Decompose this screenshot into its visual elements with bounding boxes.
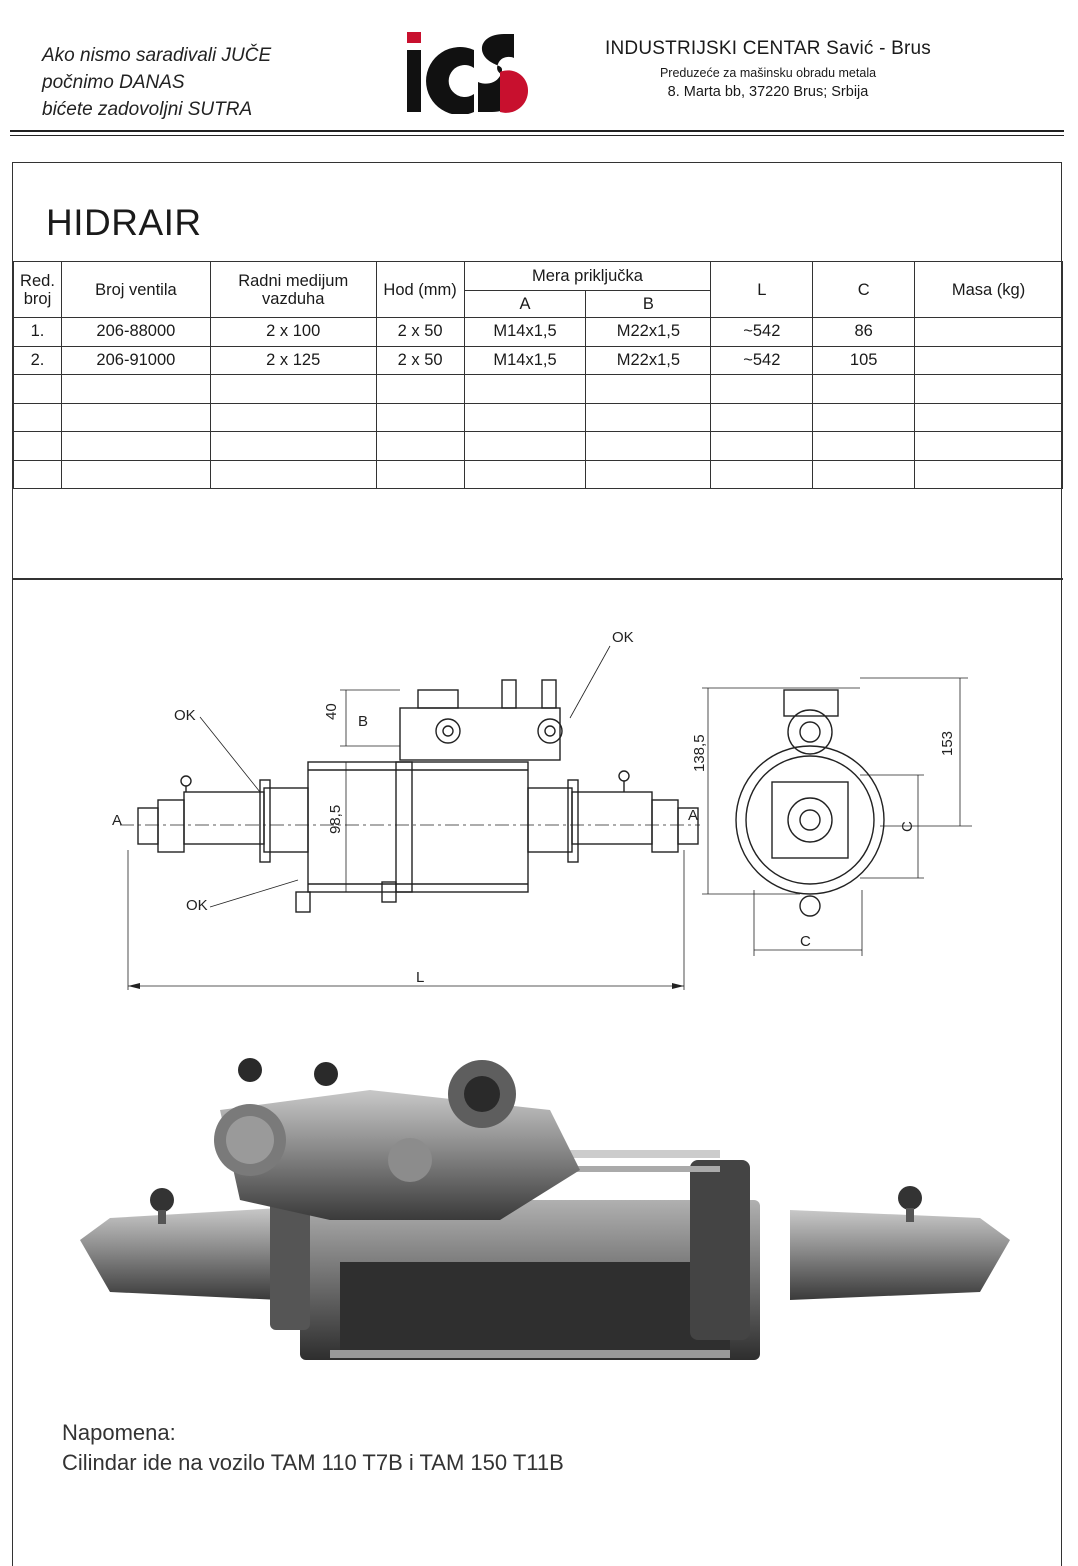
label-a-left: A [112,812,122,829]
col-mera-b: B [585,290,712,318]
cell-c: 105 [812,345,916,375]
label-a-right: A [688,807,698,824]
slogan-line-2: počnimo DANAS [42,72,185,93]
end-view [702,677,972,956]
col-hod: Hod (mm) [375,261,465,318]
slogan-line-1: Ako nismo saradivali JUČE [42,45,272,66]
cell-broj: 206-91000 [60,345,211,375]
col-broj-ventila: Broj ventila [60,261,211,318]
cell-c: 86 [812,317,916,347]
cell-a: M14x1,5 [463,317,587,347]
slogan-line-3: bićete zadovoljni SUTRA [42,99,253,120]
cell-masa [914,317,1063,347]
col-red-broj: Red. broj [13,261,62,318]
cell-red: 1. [13,317,62,347]
company-info: INDUSTRIJSKI CENTAR Savić - Brus Preduze… [598,38,938,100]
label-dim-40: 40 [323,703,340,720]
col-c: C [812,261,916,318]
company-address: 8. Marta bb, 37220 Brus; Srbija [667,84,869,100]
section-divider [13,578,1063,580]
cell-hod: 2 x 50 [375,317,465,347]
logo-c [426,47,474,114]
label-dim-c-vertical: C [899,821,916,832]
empty-row [13,431,1063,461]
col-masa: Masa (kg) [914,261,1063,318]
cell-radni: 2 x 100 [209,317,377,347]
label-dim-138-5: 138,5 [691,734,708,772]
page-title: HIDRAIR [46,202,202,243]
cell-a: M14x1,5 [463,345,587,375]
spec-table: Red. broj Broj ventila Radni medijum vaz… [13,261,1063,489]
col-mera: Mera priključka [463,261,712,291]
table-row: 2. 206-91000 2 x 125 2 x 50 M14x1,5 M22x… [13,345,1063,375]
side-view [120,645,700,990]
note: Napomena: Cilindar ide na vozilo TAM 110… [62,1418,564,1478]
product-photo [80,1058,1010,1360]
col-mera-a: A [463,290,587,318]
cell-b: M22x1,5 [585,345,712,375]
empty-row [13,459,1063,489]
label-dim-c-horizontal: C [800,933,811,950]
cell-broj: 206-88000 [60,317,211,347]
cell-masa [914,345,1063,375]
label-dim-l: L [416,969,424,986]
table-row: 1. 206-88000 2 x 100 2 x 50 M14x1,5 M22x… [13,317,1063,347]
col-radni-medijum: Radni medijum vazduha [209,261,377,318]
cell-l: ~542 [710,345,814,375]
company-name: INDUSTRIJSKI CENTAR Savić - Brus [605,38,931,59]
col-l: L [710,261,814,318]
logo-red-half [500,70,529,113]
header-rule-thin [10,135,1064,136]
header-rule [10,130,1064,132]
sheet-frame [12,162,1062,1566]
label-dim-98-5: 98,5 [327,805,344,834]
note-heading: Napomena: [62,1420,176,1445]
cell-hod: 2 x 50 [375,345,465,375]
empty-row [13,374,1063,404]
technical-drawing: OK OK OK A A B 40 98,5 L 138,5 153 C C [112,629,972,990]
logo-i [407,50,421,112]
cell-l: ~542 [710,317,814,347]
note-text: Cilindar ide na vozilo TAM 110 T7B i TAM… [62,1450,564,1475]
label-b: B [358,713,368,730]
slogan: Ako nismo saradivali JUČE počnimo DANAS … [42,42,271,123]
empty-row [13,402,1063,432]
cell-b: M22x1,5 [585,317,712,347]
ics-logo [407,32,529,114]
label-dim-153: 153 [939,731,956,756]
cell-red: 2. [13,345,62,375]
cell-radni: 2 x 125 [209,345,377,375]
company-sub: Preduzeće za mašinsku obradu metala [659,66,877,80]
label-ok-top: OK [612,629,634,646]
label-ok-left: OK [174,707,196,724]
logo-dot [407,32,421,43]
label-ok-bottom: OK [186,897,208,914]
